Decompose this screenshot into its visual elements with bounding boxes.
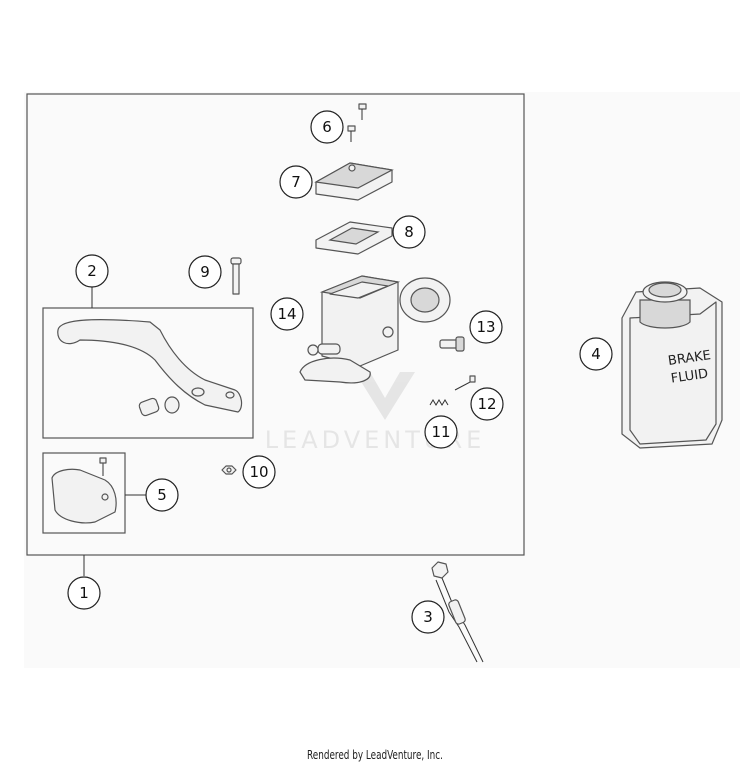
callout-6[interactable]: 6 (310, 110, 344, 144)
adjust-screw (454, 375, 476, 391)
svg-text:2: 2 (87, 262, 97, 280)
callout-10[interactable]: 10 (242, 455, 276, 489)
watermark: LEADVENTURE (265, 372, 481, 454)
reservoir-cap (314, 162, 394, 201)
spring (429, 399, 449, 406)
callout-4[interactable]: 4 (579, 337, 613, 371)
brake-fluid-bottle: BRAKE FLUID (621, 281, 723, 449)
svg-text:7: 7 (291, 173, 301, 191)
diagram-background (24, 92, 740, 668)
callout-13[interactable]: 13 (469, 310, 503, 344)
callout-5[interactable]: 5 (145, 478, 179, 512)
lever-box (42, 307, 254, 439)
nut (221, 465, 237, 475)
assembly-frame (26, 93, 525, 556)
svg-text:5: 5 (157, 486, 167, 504)
callout-2[interactable]: 2 (75, 254, 109, 288)
callout-12[interactable]: 12 (470, 387, 504, 421)
svg-text:8: 8 (404, 223, 414, 241)
svg-text:11: 11 (431, 423, 450, 441)
brake-label-line2: FLUID (670, 367, 709, 387)
callout-11[interactable]: 11 (424, 415, 458, 449)
brake-label-line1: BRAKE (667, 348, 712, 369)
parts-diagram: LEADVENTURE (24, 92, 740, 668)
lever-cover (51, 457, 117, 524)
svg-text:13: 13 (476, 318, 495, 336)
svg-text:12: 12 (477, 395, 496, 413)
svg-text:10: 10 (249, 463, 268, 481)
banjo-bolt (439, 336, 465, 352)
reservoir-screw (347, 103, 367, 142)
brake-line (431, 561, 484, 663)
cover-box (42, 452, 126, 534)
brake-lever (57, 319, 243, 413)
svg-text:14: 14 (277, 305, 296, 323)
callout-7[interactable]: 7 (279, 165, 313, 199)
svg-text:3: 3 (423, 608, 433, 626)
footer-credit: Rendered by LeadVenture, Inc. (307, 748, 443, 762)
reservoir-diaphragm (315, 221, 393, 255)
callout-1[interactable]: 1 (67, 576, 101, 610)
svg-text:9: 9 (200, 263, 210, 281)
callout-9[interactable]: 9 (188, 255, 222, 289)
svg-text:6: 6 (322, 118, 332, 136)
callout-3[interactable]: 3 (411, 600, 445, 634)
callout-8[interactable]: 8 (392, 215, 426, 249)
master-cylinder (299, 275, 451, 384)
lever-pivot-bolt (230, 257, 242, 295)
svg-text:4: 4 (591, 345, 601, 363)
callout-14[interactable]: 14 (270, 297, 304, 331)
svg-text:1: 1 (79, 584, 89, 602)
lever-bushing (138, 396, 180, 417)
